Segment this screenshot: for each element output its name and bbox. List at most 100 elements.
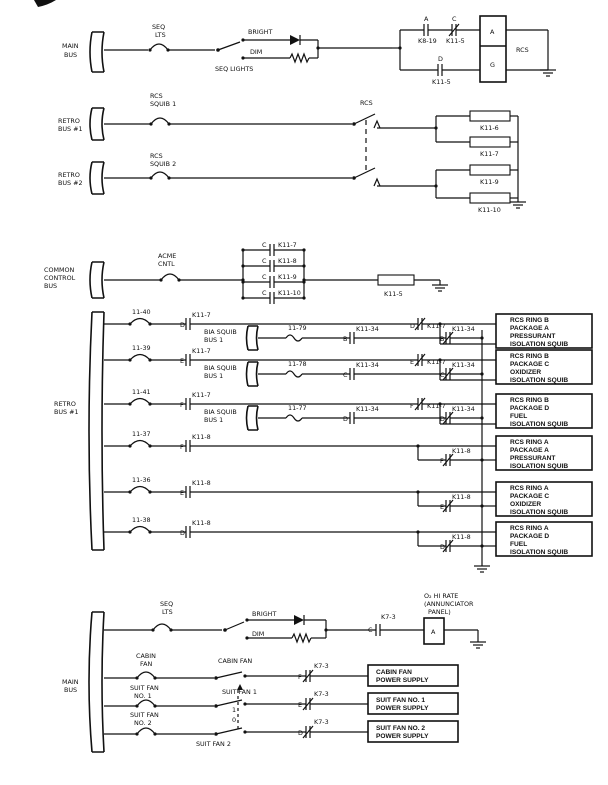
corner-fragment xyxy=(34,0,56,7)
squib-destination-label: RCS RING A xyxy=(510,439,549,446)
fan-power-supply-box xyxy=(367,692,459,715)
top-contact-label: K11-7 xyxy=(427,358,446,366)
squib-breaker-label: 11-36 xyxy=(132,476,151,484)
squib-contact-letter: F xyxy=(180,443,184,451)
suit-fan-2-switch-label: SUIT FAN 2 xyxy=(196,740,231,748)
bottom-contact-label: K11-34 xyxy=(452,361,475,369)
squib-breaker-label: 11-37 xyxy=(132,430,151,438)
k34-letter: D xyxy=(343,415,348,423)
squib-contact-letter: E xyxy=(180,489,184,497)
squib-destination-label: PACKAGE A xyxy=(510,447,549,454)
k11-9-label: K11-9 xyxy=(480,178,499,186)
rcs-label: RCS xyxy=(516,46,529,54)
bia-fuse-label: 11-79 xyxy=(288,324,307,332)
rcs-squib-2-label-1: RCS xyxy=(150,152,163,160)
fan-contact-label: K7-3 xyxy=(314,662,329,670)
rcs-box-g: G xyxy=(490,61,495,69)
cc-contact-letter: C xyxy=(262,273,267,281)
main-bus-bottom-label-1: MAIN xyxy=(62,678,79,686)
o2-hi-rate-label-2: (ANNUNCIATOR xyxy=(424,600,474,608)
squib-destination-label: ISOLATION SQUIB xyxy=(510,549,568,556)
suit-fan-2-breaker-label-1: SUIT FAN xyxy=(130,711,159,719)
retro-bus-2-label-2: BUS #2 xyxy=(58,179,83,187)
bottom-contact-letter: D xyxy=(440,415,445,423)
bia-fuse-label: 11-77 xyxy=(288,404,307,412)
o2-hi-rate-label-1: O₂ HI RATE xyxy=(424,592,458,600)
bottom-contact-label: K11-34 xyxy=(452,325,475,333)
squib-destination-label: FUEL xyxy=(510,413,527,420)
retro-bus-1-label-1: RETRO xyxy=(58,117,80,125)
dim-label: DIM xyxy=(250,48,262,56)
squib-destination-label: ISOLATION SQUIB xyxy=(510,377,568,384)
ground-icon xyxy=(540,69,556,77)
common-control-label-1: COMMON xyxy=(44,266,75,274)
k34-letter: C xyxy=(343,371,348,379)
top-contact-label: K11-7 xyxy=(427,322,446,330)
fan-contact-label: K7-3 xyxy=(314,690,329,698)
bia-squib-label-1: BIA SQUIB xyxy=(204,328,237,336)
dim-bottom-label: DIM xyxy=(252,630,264,638)
squib-destination-label: OXIDIZER xyxy=(510,501,541,508)
k11-6-label: K11-6 xyxy=(480,124,499,132)
fan-contact-letter: E xyxy=(298,701,302,709)
retro-bus-1-label-2: BUS #1 xyxy=(58,125,83,133)
ground-icon xyxy=(510,201,526,209)
squib-destination-label: RCS RING B xyxy=(510,397,549,404)
cc-contact-label: K11-7 xyxy=(278,241,297,249)
suit-fan-2-breaker-label-2: NO. 2 xyxy=(134,719,152,727)
squib-destination-box xyxy=(495,521,593,557)
cap-d-letter: D xyxy=(438,55,443,63)
ground-icon xyxy=(470,641,486,649)
main-bus-label-top-1: MAIN xyxy=(62,42,79,50)
retro-bus-big-label-2: BUS #1 xyxy=(54,408,79,416)
squib-contact-letter: D xyxy=(180,529,185,537)
rcs-box-a: A xyxy=(490,28,495,36)
squib-breaker-label: 11-41 xyxy=(132,388,151,396)
o2-hi-rate-label-3: PANEL) xyxy=(428,608,451,616)
squib-destination-label: RCS RING B xyxy=(510,317,549,324)
rcs-squib-1-label-1: RCS xyxy=(150,92,163,100)
fan-contact-letter: D xyxy=(298,729,303,737)
cap-a-letter: A xyxy=(424,15,429,23)
fan-box-label-1: CABIN FAN xyxy=(376,669,412,676)
bottom-contact-label: K11-34 xyxy=(452,405,475,413)
squib-contact-label: K11-8 xyxy=(192,519,211,527)
bottom-contact-letter: E xyxy=(440,503,444,511)
top-contact-letter: D xyxy=(410,322,415,330)
k8-19-label: K8-19 xyxy=(418,37,437,45)
squib-destination-label: PACKAGE A xyxy=(510,325,549,332)
section-main-bus-bottom: MAIN BUS SEQ LTS BRIGHT DIM C K7-3 O₂ HI… xyxy=(62,592,486,753)
k7-3-c-label: K7-3 xyxy=(381,613,396,621)
seq-lts-bottom-label-2: LTS xyxy=(162,608,173,616)
fan-box-label-2: POWER SUPPLY xyxy=(376,733,429,740)
bottom-contact-label: K11-8 xyxy=(452,493,471,501)
ground-icon xyxy=(432,284,448,292)
fan-power-supply-box xyxy=(367,664,459,687)
rcs-squib-2-label-2: SQUIB 2 xyxy=(150,160,176,168)
cc-contact-letter: C xyxy=(262,241,267,249)
fan-box-label-1: SUIT FAN NO. 2 xyxy=(376,725,425,732)
retro-bus-big-label-1: RETRO xyxy=(54,400,76,408)
bottom-contact-label: K11-8 xyxy=(452,447,471,455)
squib-destination-box xyxy=(495,313,593,349)
cc-contact-label: K11-8 xyxy=(278,257,297,265)
bottom-contact-letter: F xyxy=(440,457,444,465)
squib-destination-box xyxy=(495,349,593,385)
acme-cntl-label-2: CNTL xyxy=(158,260,175,268)
squib-contact-letter: E xyxy=(180,357,184,365)
bia-squib-label-2: BUS 1 xyxy=(204,372,223,380)
squib-contact-label: K11-8 xyxy=(192,479,211,487)
seq-lights-label: SEQ LIGHTS xyxy=(215,65,253,73)
squib-destination-label: PRESSURANT xyxy=(510,455,555,462)
squib-contact-letter: F xyxy=(180,401,184,409)
k34-label: K11-34 xyxy=(356,325,379,333)
top-contact-letter: F xyxy=(410,402,414,410)
